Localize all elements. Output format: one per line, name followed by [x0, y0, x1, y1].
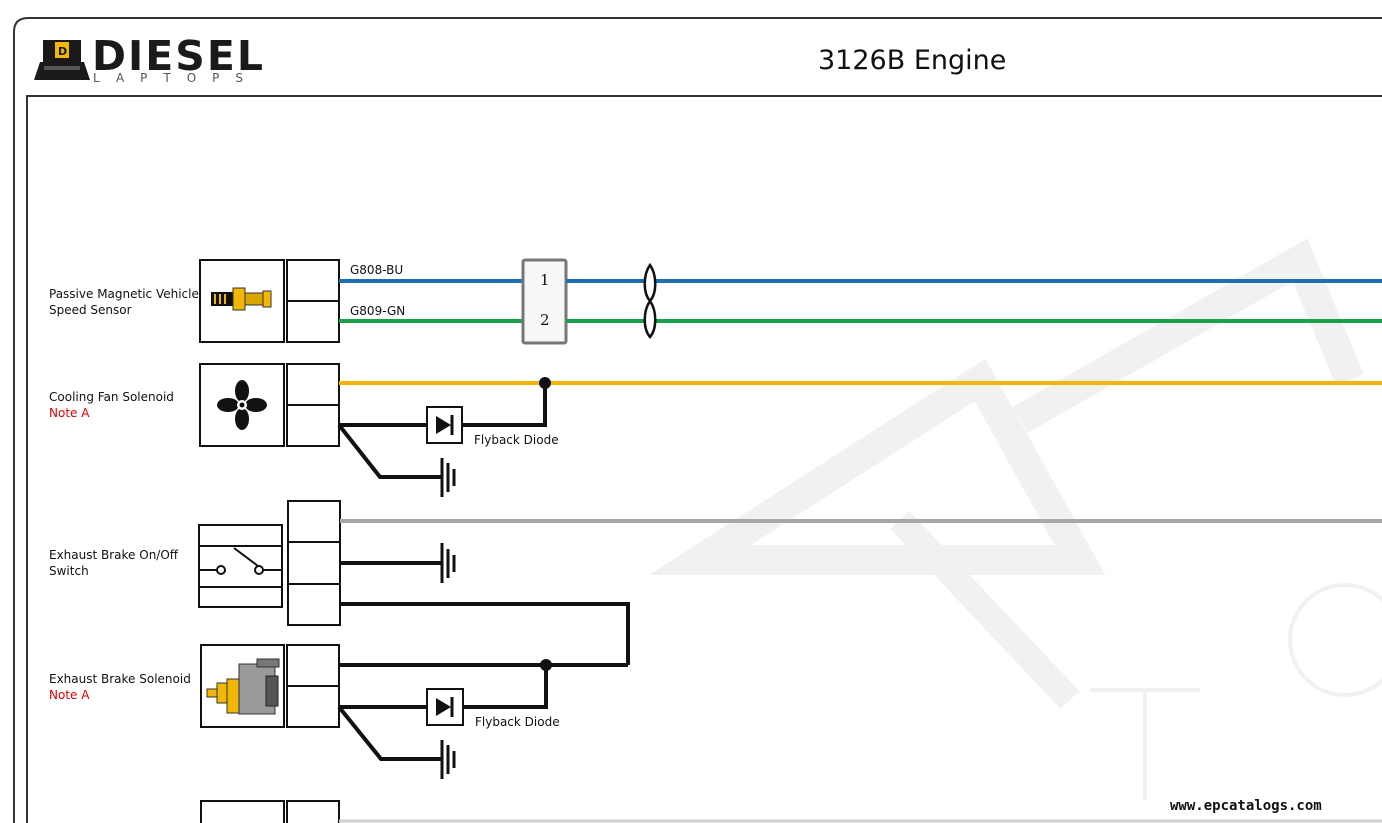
label-exhaust-switch: Exhaust Brake On/Off Switch — [49, 547, 178, 579]
diode-label: Flyback Diode — [474, 433, 559, 447]
ground-symbol — [440, 543, 456, 583]
label-line: Exhaust Brake On/Off — [49, 548, 179, 562]
page-title: 3126B Engine — [818, 45, 1007, 76]
inner-frame — [26, 95, 1382, 823]
label-line: Cooling Fan Solenoid — [49, 390, 174, 404]
next-component-box — [200, 800, 285, 823]
wire-label-g808: G808-BU — [350, 263, 404, 277]
connector-next — [286, 800, 340, 823]
label-line: Switch — [49, 564, 89, 578]
svg-text:D: D — [58, 45, 67, 58]
inline-connector — [521, 258, 568, 345]
twisted-pair-symbol — [643, 262, 657, 339]
wire-label-g809: G809-GN — [350, 304, 406, 318]
speed-sensor-icon — [211, 287, 272, 311]
pin-2: 2 — [540, 311, 550, 329]
label-speed-sensor: Passive Magnetic Vehicle Speed Sensor — [49, 286, 199, 318]
logo-wordmark: DIESEL — [92, 32, 265, 80]
fan-icon — [217, 380, 267, 430]
label-line: Passive Magnetic Vehicle — [49, 287, 199, 301]
logo-subtitle: LAPTOPS — [93, 71, 260, 85]
watermark-url: www.epcatalogs.com — [1170, 798, 1322, 814]
diode-label: Flyback Diode — [475, 715, 560, 729]
pin-1: 1 — [540, 271, 550, 289]
ground-symbol — [440, 458, 456, 497]
label-line: Speed Sensor — [49, 303, 132, 317]
connector-exhaust-switch — [287, 500, 341, 626]
logo-icon: D — [34, 40, 90, 80]
note-label: Note A — [49, 688, 90, 702]
exhaust-switch-box — [198, 524, 283, 608]
ground-symbol — [440, 740, 456, 779]
outer-frame — [13, 17, 1382, 823]
diode-symbol — [426, 688, 464, 726]
label-exhaust-solenoid: Exhaust Brake Solenoid Note A — [49, 671, 191, 703]
note-label: Note A — [49, 406, 90, 420]
solenoid-icon — [206, 658, 280, 715]
diode-symbol — [426, 406, 463, 444]
label-line: Exhaust Brake Solenoid — [49, 672, 191, 686]
label-cooling-fan: Cooling Fan Solenoid Note A — [49, 389, 174, 421]
watermark — [648, 238, 1382, 800]
switch-symbol — [199, 547, 282, 575]
